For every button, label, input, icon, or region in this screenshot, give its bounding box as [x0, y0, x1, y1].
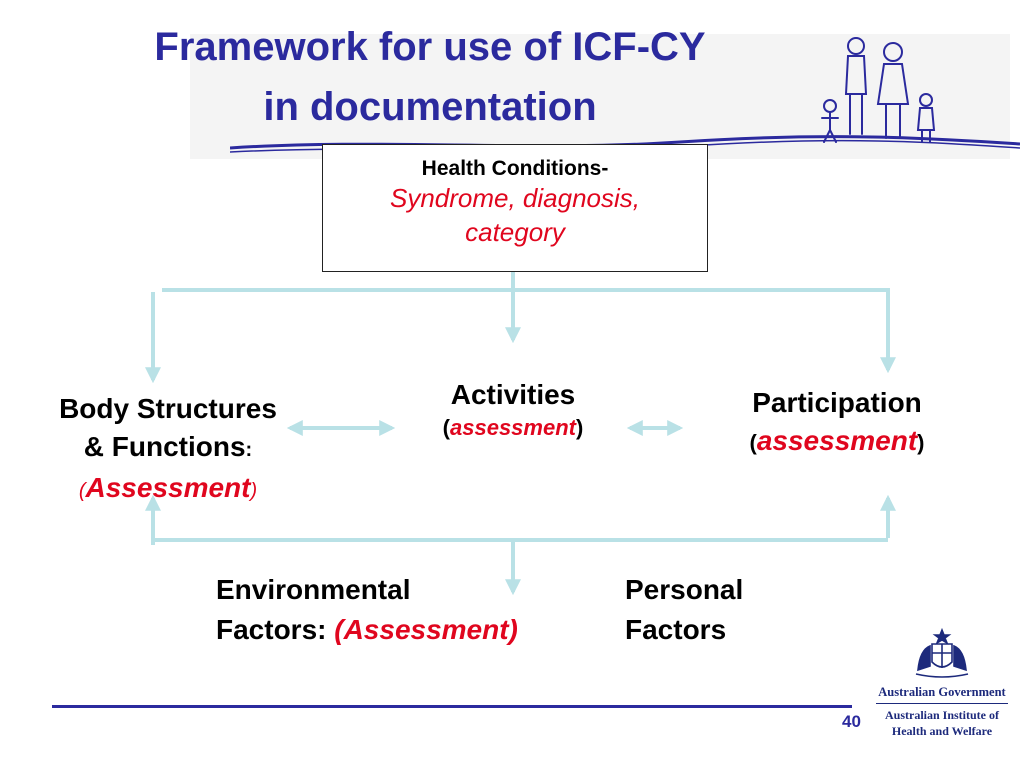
- body-structures-open-paren: (: [78, 480, 86, 502]
- participation-assessment: (assessment): [712, 422, 962, 462]
- gov-logo-block: Australian Government Australian Institu…: [872, 626, 1012, 746]
- environmental-factors-node: Environmental Factors: (Assessment): [216, 570, 616, 650]
- environmental-line2-wrap: Factors: (Assessment): [216, 610, 616, 650]
- activities-heading: Activities: [450, 379, 576, 410]
- activities-assessment: (assessment): [393, 414, 633, 442]
- health-conditions-detail-line2: category: [465, 217, 565, 247]
- environmental-line2: Factors:: [216, 614, 335, 645]
- health-conditions-box: Health Conditions- Syndrome, diagnosis, …: [322, 144, 708, 272]
- participation-heading: Participation: [752, 387, 922, 418]
- personal-factors-node: Personal Factors: [625, 570, 825, 650]
- personal-line2: Factors: [625, 614, 727, 645]
- activities-close-paren: ): [575, 415, 584, 440]
- coat-of-arms-emblem-icon: [915, 627, 969, 678]
- body-structures-line2-wrap: & Functions:: [20, 428, 316, 469]
- body-structures-close-paren: ): [250, 480, 258, 502]
- body-structures-colon: :: [245, 439, 253, 461]
- activities-assessment-label: assessment: [450, 415, 576, 440]
- body-structures-assessment-label: Assessment: [85, 472, 251, 503]
- participation-open-paren: (: [749, 430, 757, 455]
- body-structures-assessment: (Assessment): [20, 469, 316, 510]
- footer-rule: [52, 705, 852, 708]
- page-number: 40: [842, 712, 861, 731]
- participation-close-paren: ): [917, 430, 925, 455]
- slide-title-line2: in documentation: [263, 85, 597, 129]
- participation-node: Participation (assessment): [712, 384, 962, 462]
- activities-open-paren: (: [442, 415, 450, 440]
- personal-line1: Personal: [625, 574, 744, 605]
- health-conditions-heading: Health Conditions-: [421, 157, 609, 180]
- body-structures-line1: Body Structures: [59, 393, 277, 424]
- body-structures-node: Body Structures & Functions: (Assessment…: [20, 390, 316, 510]
- environmental-line1: Environmental: [216, 574, 411, 605]
- family-illustration-icon: [821, 37, 936, 143]
- logo-divider: [876, 703, 1008, 704]
- body-structures-line2: & Functions: [83, 431, 246, 462]
- environmental-assessment-label: (Assessment): [334, 614, 518, 645]
- inst-line2: Health and Welfare: [891, 724, 993, 738]
- gov-line: Australian Government: [878, 685, 1006, 699]
- participation-assessment-label: assessment: [756, 425, 918, 456]
- slide-title-line1: Framework for use of ICF-CY: [154, 25, 706, 69]
- activities-node: Activities (assessment): [393, 376, 633, 442]
- inst-line1: Australian Institute of: [884, 708, 999, 722]
- health-conditions-detail-line1: Syndrome, diagnosis,: [389, 183, 641, 213]
